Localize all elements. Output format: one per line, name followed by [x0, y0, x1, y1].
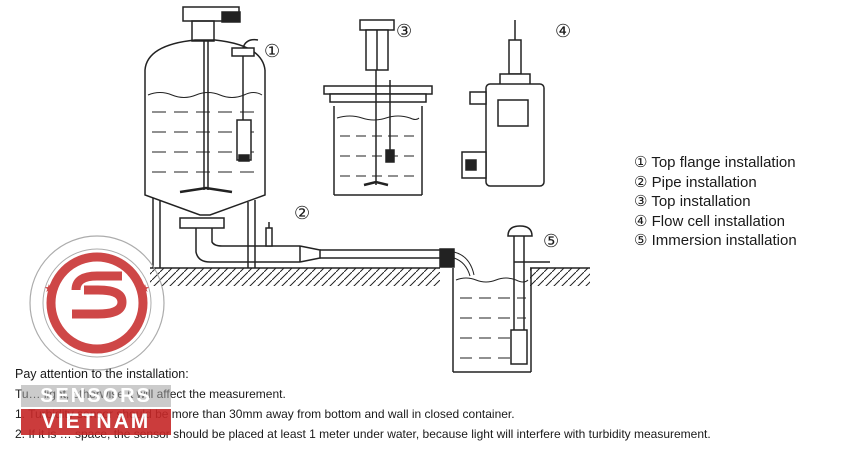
tank-installation — [144, 6, 266, 268]
legend-item-flow-cell: ④ Flow cell installation — [634, 212, 786, 230]
ground — [150, 267, 590, 286]
legend-item-top-flange: ① Top flange installation — [634, 154, 796, 171]
svg-text:★: ★ — [140, 283, 150, 295]
callout-1: ① — [264, 41, 280, 61]
logo-brand-bottom: VIETNAM — [21, 409, 171, 435]
callout-5: ⑤ — [543, 231, 559, 251]
immersion-installation — [452, 225, 550, 373]
sensors-vietnam-logo: ★ ★ — [29, 235, 165, 371]
installation-legend: ① Top flange installation ② Pipe install… — [634, 153, 797, 251]
legend-item-pipe: ② Pipe installation — [634, 173, 757, 191]
svg-text:★: ★ — [44, 283, 54, 295]
legend-item-top: ③ Top installation — [634, 193, 751, 210]
callout-3: ③ — [396, 21, 412, 41]
notes-title: Pay attention to the installation: — [15, 367, 189, 381]
notes-line-2: 2. If it is … space, the sensor should b… — [15, 427, 711, 441]
flow-cell-installation — [461, 20, 545, 187]
top-installation — [323, 19, 433, 196]
legend-item-immersion: ⑤ Immersion installation — [634, 232, 797, 249]
pipe-installation — [195, 222, 475, 277]
callout-2: ② — [294, 203, 310, 223]
callout-4: ④ — [555, 21, 571, 41]
logo-brand-top: SENSORS — [21, 385, 171, 407]
